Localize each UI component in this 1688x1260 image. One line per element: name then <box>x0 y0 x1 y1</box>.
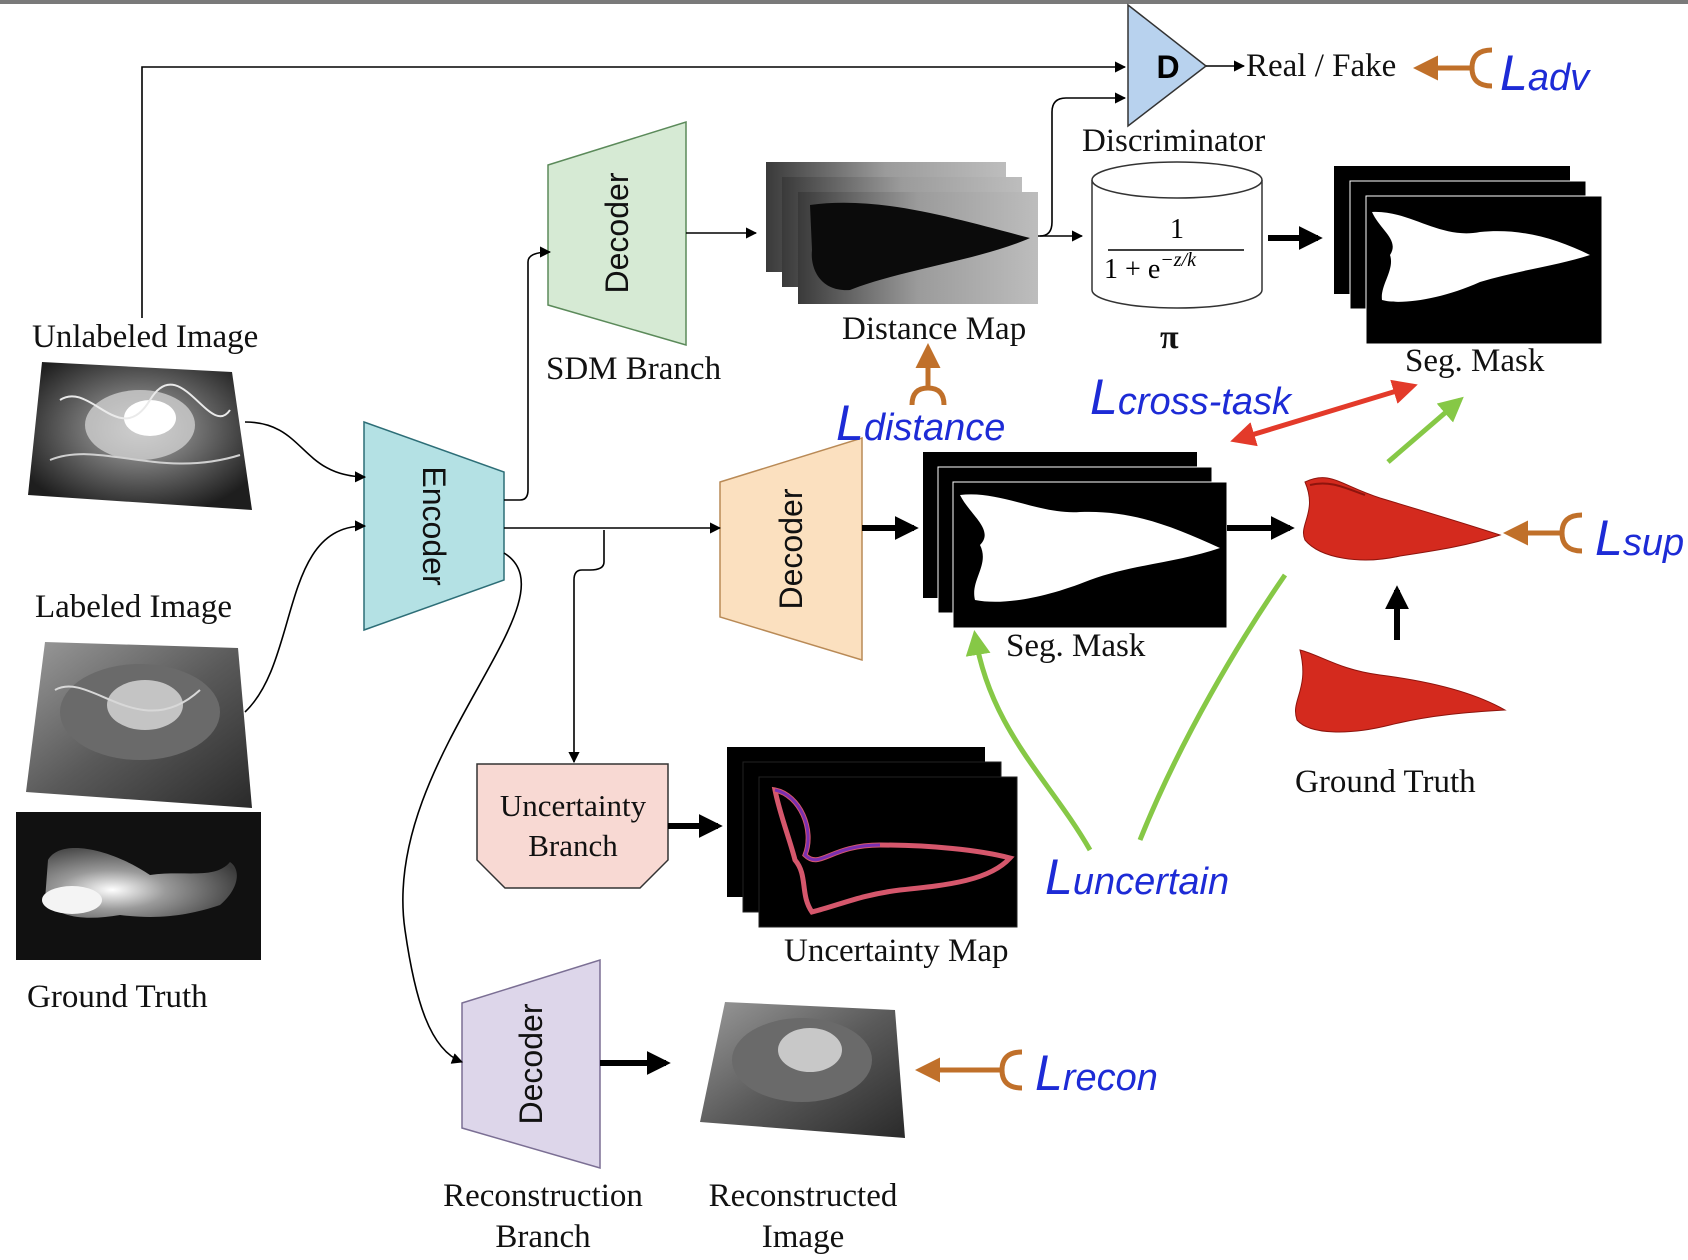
uncertainty-map-label: Uncertainty Map <box>784 933 1009 969</box>
seg-mask-mid-label: Seg. Mask <box>1006 628 1146 664</box>
reconstructed-image-line2: Image <box>761 1219 845 1256</box>
uncertainty-branch-line1: Uncertainty <box>499 788 647 823</box>
uncertainty-branch-block <box>476 763 669 889</box>
unlabeled-to-top-connector <box>141 61 1127 318</box>
loss-sup-symbol: L <box>1595 510 1623 566</box>
reconstructed-image-line1: Reconstructed <box>708 1178 898 1214</box>
discriminator-symbol: D <box>1156 49 1179 85</box>
seg-decoder-label: Decoder <box>772 488 809 610</box>
adv-loss-bracket <box>1469 47 1493 89</box>
recon-decoder-label: Decoder <box>512 1003 549 1125</box>
real-fake-label: Real / Fake <box>1246 48 1397 84</box>
seg-mask-top-stack <box>1334 166 1603 345</box>
labeled-image <box>26 642 252 808</box>
encoder-label: Encoder <box>416 466 453 586</box>
loss-adv: Ladv <box>1500 48 1589 98</box>
sdm-decoder-block <box>547 120 687 346</box>
loss-cross-task-subscript: cross-task <box>1117 381 1291 423</box>
organ-ground-truth <box>1295 649 1507 733</box>
loss-cross-task: Lcross-task <box>1090 372 1291 422</box>
labeled-image-label: Labeled Image <box>35 589 232 625</box>
loss-adv-symbol: L <box>1500 45 1528 101</box>
formula-denominator: 1 + e−z/k <box>1104 249 1197 285</box>
loss-uncertain: Luncertain <box>1045 852 1229 902</box>
cross-task-arrow <box>1230 379 1418 447</box>
ground-truth-left-image <box>16 812 261 960</box>
discriminator-label: Discriminator <box>1082 123 1266 159</box>
loss-cross-task-symbol: L <box>1090 369 1118 425</box>
recon-decoder-block <box>461 958 601 1169</box>
unlabeled-image-label: Unlabeled Image <box>32 319 259 355</box>
formula-numerator: 1 <box>1170 214 1184 245</box>
uncertainty-branch-label: Uncertainty Branch <box>486 786 660 867</box>
loss-adv-subscript: adv <box>1527 57 1590 99</box>
distance-loss-bracket <box>909 385 947 406</box>
organ-prediction <box>1303 477 1502 561</box>
uncertainty-arrows <box>965 396 1464 852</box>
sup-loss-bracket <box>1559 512 1583 554</box>
recon-loss-bracket <box>999 1049 1023 1091</box>
reconstructed-image-label: Reconstructed Image <box>688 1176 918 1259</box>
loss-distance-subscript: distance <box>863 407 1006 449</box>
loss-recon: Lrecon <box>1035 1048 1158 1098</box>
sdm-branch-label: SDM Branch <box>546 351 722 387</box>
loss-sup-subscript: sup <box>1622 522 1685 564</box>
sigmoid-cylinder <box>1091 161 1263 309</box>
distance-map-label: Distance Map <box>842 311 1027 347</box>
reconstruction-branch-label: Reconstruction Branch <box>428 1176 658 1259</box>
unlabeled-image <box>28 362 252 510</box>
formula-denominator-base: 1 + e <box>1104 254 1160 285</box>
encoder-block <box>363 420 505 632</box>
reconstructed-image <box>700 1002 905 1138</box>
uncertain-to-mid-mask-arrow <box>965 630 1093 852</box>
reconstruction-branch-line2: Branch <box>495 1219 591 1256</box>
seg-decoder-block <box>719 436 863 662</box>
labeled-to-encoder-connector <box>244 520 367 713</box>
loss-sup: Lsup <box>1595 513 1684 563</box>
ground-truth-right-label: Ground Truth <box>1295 764 1476 800</box>
reconstruction-branch-line1: Reconstruction <box>443 1178 643 1214</box>
distance-map-stack <box>766 162 1038 304</box>
formula-exponent: −z/k <box>1160 249 1197 271</box>
encoder-to-uncertainty-connector <box>568 530 605 764</box>
connectors <box>141 60 1246 1064</box>
loss-uncertain-symbol: L <box>1045 849 1073 905</box>
seg-mask-mid-stack <box>923 452 1228 629</box>
encoder-to-recon-connector <box>402 552 523 1064</box>
uncertain-to-organ-arrow <box>1137 573 1288 841</box>
discriminator-block <box>1127 3 1208 128</box>
uncertainty-branch-line2: Branch <box>528 828 618 864</box>
ground-truth-left-label: Ground Truth <box>27 979 208 1015</box>
distance-to-discriminator-connector <box>1039 92 1127 237</box>
loss-distance: Ldistance <box>836 398 1005 448</box>
loss-uncertain-subscript: uncertain <box>1072 861 1230 903</box>
loss-arrows <box>909 47 1583 1091</box>
window-top-border <box>0 0 1688 4</box>
sdm-decoder-label: Decoder <box>598 172 635 294</box>
loss-distance-symbol: L <box>836 395 864 451</box>
loss-recon-subscript: recon <box>1062 1057 1158 1099</box>
loss-recon-symbol: L <box>1035 1045 1063 1101</box>
seg-mask-top-label: Seg. Mask <box>1405 343 1545 379</box>
uncertainty-map-stack <box>727 747 1018 928</box>
thick-arrows <box>600 226 1409 1075</box>
encoder-to-sdm-connector <box>504 246 552 501</box>
unlabeled-to-encoder-connector <box>244 421 367 483</box>
organ-to-top-mask-arrow <box>1386 396 1464 464</box>
pi-label: π <box>1160 319 1179 356</box>
